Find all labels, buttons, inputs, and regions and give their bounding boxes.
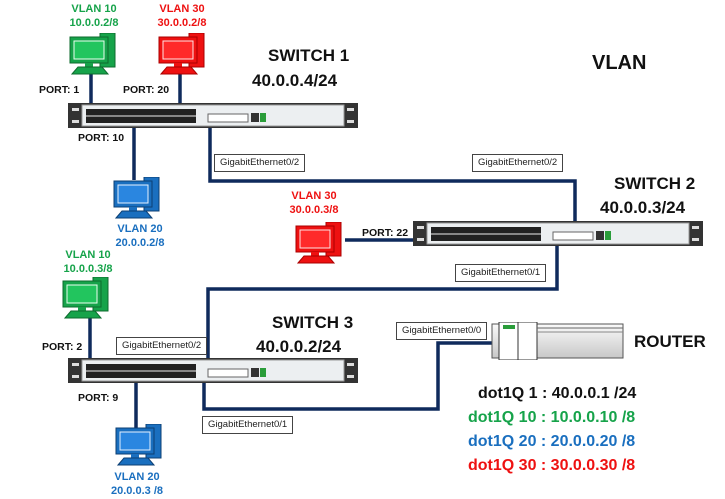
subif-dot1q-30: dot1Q 30 : 30.0.0.30 /8 bbox=[468, 457, 636, 474]
router-device[interactable] bbox=[491, 321, 625, 361]
switch3-device[interactable] bbox=[68, 358, 358, 383]
host3-ip: 20.0.0.2/8 bbox=[115, 237, 165, 249]
pc-vlan30-sw1[interactable] bbox=[157, 32, 209, 75]
host2-label: VLAN 30 30.0.0.2/8 bbox=[152, 2, 212, 30]
switch1-name: SWITCH 1 bbox=[268, 46, 350, 65]
host6-vlan: VLAN 20 bbox=[114, 471, 160, 483]
iface-sw2-g01: GigabitEthernet0/1 bbox=[455, 264, 547, 282]
switch1-device[interactable] bbox=[68, 103, 358, 128]
host5-ip: 10.0.0.3/8 bbox=[63, 263, 113, 275]
host2-vlan: VLAN 30 bbox=[159, 3, 205, 15]
computer-icon bbox=[69, 32, 116, 75]
port-label-2: PORT: 2 bbox=[42, 341, 83, 353]
computer-icon bbox=[115, 423, 162, 466]
switch-icon bbox=[68, 103, 358, 128]
subif-dot1q-1: dot1Q 1 : 40.0.0.1 /24 bbox=[478, 385, 637, 402]
switch3-name: SWITCH 3 bbox=[272, 313, 354, 332]
diagram-title: VLAN bbox=[592, 52, 647, 74]
iface-sw3-g01: GigabitEthernet0/1 bbox=[202, 416, 294, 434]
router-icon bbox=[491, 321, 624, 361]
port-label-22: PORT: 22 bbox=[362, 227, 409, 239]
switch2-name: SWITCH 2 bbox=[614, 174, 696, 193]
switch-icon bbox=[68, 358, 358, 383]
switch3-ip: 40.0.0.2/24 bbox=[256, 337, 342, 356]
host1-label: VLAN 10 10.0.0.2/8 bbox=[64, 2, 124, 30]
pc-vlan20-sw1[interactable] bbox=[112, 176, 164, 219]
subif-dot1q-10: dot1Q 10 : 10.0.0.10 /8 bbox=[468, 409, 636, 426]
port-label-10: PORT: 10 bbox=[78, 132, 125, 144]
port-label-9: PORT: 9 bbox=[78, 392, 119, 404]
pc-vlan30-sw2[interactable] bbox=[294, 221, 346, 264]
iface-sw1-g02: GigabitEthernet0/2 bbox=[214, 154, 306, 172]
host6-label: VLAN 20 20.0.0.3 /8 bbox=[104, 470, 170, 498]
trunk-sw3-router bbox=[202, 341, 497, 411]
computer-icon bbox=[62, 276, 109, 319]
pc-vlan20-sw3[interactable] bbox=[114, 423, 166, 466]
host2-ip: 30.0.0.2/8 bbox=[157, 17, 207, 29]
pc-vlan10-sw3[interactable] bbox=[61, 276, 113, 319]
host5-vlan: VLAN 10 bbox=[65, 249, 111, 261]
router-name: ROUTER bbox=[634, 332, 706, 351]
host6-ip: 20.0.0.3 /8 bbox=[111, 485, 163, 497]
port-label-20: PORT: 20 bbox=[123, 84, 170, 96]
pc-vlan10-sw1[interactable] bbox=[68, 32, 120, 75]
host3-label: VLAN 20 20.0.0.2/8 bbox=[110, 222, 170, 250]
host3-vlan: VLAN 20 bbox=[117, 223, 163, 235]
switch1-ip: 40.0.0.4/24 bbox=[252, 71, 338, 90]
iface-sw3-g02: GigabitEthernet0/2 bbox=[116, 337, 208, 355]
host4-label: VLAN 30 30.0.0.3/8 bbox=[284, 189, 344, 217]
computer-icon bbox=[113, 176, 160, 219]
host4-ip: 30.0.0.3/8 bbox=[289, 204, 339, 216]
iface-router-g00: GigabitEthernet0/0 bbox=[396, 322, 488, 340]
subif-dot1q-20: dot1Q 20 : 20.0.0.20 /8 bbox=[468, 433, 636, 450]
host5-label: VLAN 10 10.0.0.3/8 bbox=[58, 248, 118, 276]
host1-vlan: VLAN 10 bbox=[71, 3, 117, 15]
trunk-sw1-sw2 bbox=[208, 125, 577, 243]
computer-icon bbox=[158, 32, 205, 75]
switch-icon bbox=[413, 221, 703, 246]
computer-icon bbox=[295, 221, 342, 264]
trunk-sw2-sw3 bbox=[206, 244, 559, 368]
switch2-device[interactable] bbox=[413, 221, 703, 246]
host1-ip: 10.0.0.2/8 bbox=[69, 17, 119, 29]
switch2-ip: 40.0.0.3/24 bbox=[600, 198, 686, 217]
host4-vlan: VLAN 30 bbox=[291, 190, 337, 202]
port-label-1: PORT: 1 bbox=[39, 84, 80, 96]
iface-sw2-g02: GigabitEthernet0/2 bbox=[472, 154, 564, 172]
